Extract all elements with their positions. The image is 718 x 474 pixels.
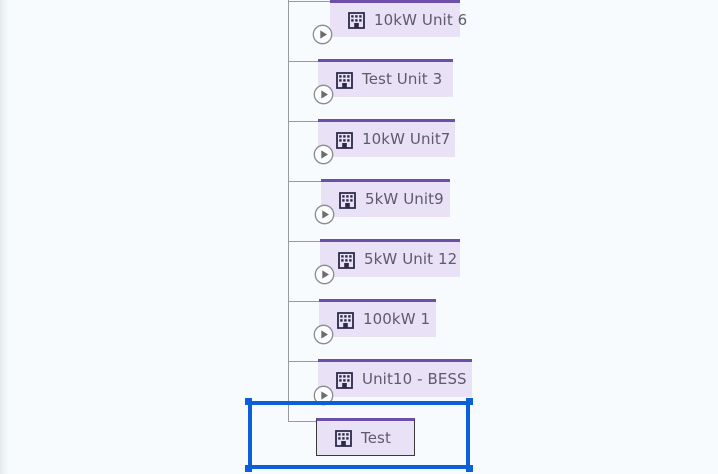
tree-node-label: Test Unit 3	[362, 70, 443, 88]
tree-node[interactable]: 10kW Unit 6	[330, 0, 467, 37]
tree-branch-line	[288, 121, 318, 122]
selection-resize-handle[interactable]	[245, 465, 252, 472]
building-icon	[336, 131, 353, 149]
tree-node[interactable]: 10kW Unit7	[318, 119, 455, 157]
play-circle-icon[interactable]	[314, 204, 335, 225]
selection-resize-handle[interactable]	[466, 398, 473, 405]
tree-branch-line	[288, 421, 316, 422]
tree-branch-line	[288, 361, 318, 362]
play-circle-icon[interactable]	[313, 144, 334, 165]
building-icon	[335, 430, 352, 447]
play-circle-icon[interactable]	[313, 324, 334, 345]
run-node-button[interactable]	[312, 24, 333, 45]
run-node-button[interactable]	[313, 324, 334, 345]
tree-branch-line	[288, 1, 330, 2]
tree-node[interactable]: 5kW Unit 12	[320, 239, 460, 277]
panel-edge-shadow	[0, 0, 9, 474]
building-icon	[339, 191, 356, 209]
selection-resize-handle[interactable]	[466, 465, 473, 472]
play-circle-icon[interactable]	[312, 24, 333, 45]
run-node-button[interactable]	[313, 144, 334, 165]
tree-branch-line	[288, 61, 318, 62]
tree-node-label: 5kW Unit9	[365, 190, 444, 208]
building-icon	[336, 71, 353, 89]
tree-node[interactable]: 100kW 1	[319, 299, 436, 337]
run-node-button[interactable]	[314, 264, 335, 285]
play-circle-icon[interactable]	[313, 84, 334, 105]
building-icon	[338, 251, 355, 269]
selection-rectangle[interactable]	[248, 401, 470, 469]
tree-node-label: 10kW Unit7	[362, 130, 451, 148]
tree-node-label: 10kW Unit 6	[374, 10, 468, 29]
tree-node[interactable]: Test	[316, 418, 415, 456]
building-icon	[336, 371, 353, 389]
tree-branch-line	[288, 301, 319, 302]
run-node-button[interactable]	[313, 84, 334, 105]
tree-branch-line	[288, 241, 320, 242]
play-circle-icon[interactable]	[314, 264, 335, 285]
tree-node[interactable]: 5kW Unit9	[321, 179, 450, 217]
building-icon	[348, 12, 365, 29]
run-node-button[interactable]	[314, 204, 335, 225]
tree-node-label: 100kW 1	[363, 310, 431, 328]
tree-node-label: Unit10 - BESS	[362, 370, 467, 388]
building-icon	[337, 311, 354, 329]
tree-node[interactable]: Test Unit 3	[318, 59, 453, 97]
tree-node[interactable]: Unit10 - BESS	[318, 359, 472, 397]
tree-spine-line	[288, 0, 289, 421]
selection-resize-handle[interactable]	[245, 398, 252, 405]
tree-node-label: Test	[361, 428, 391, 447]
tree-node-label: 5kW Unit 12	[364, 250, 458, 268]
tree-branch-line	[288, 181, 321, 182]
